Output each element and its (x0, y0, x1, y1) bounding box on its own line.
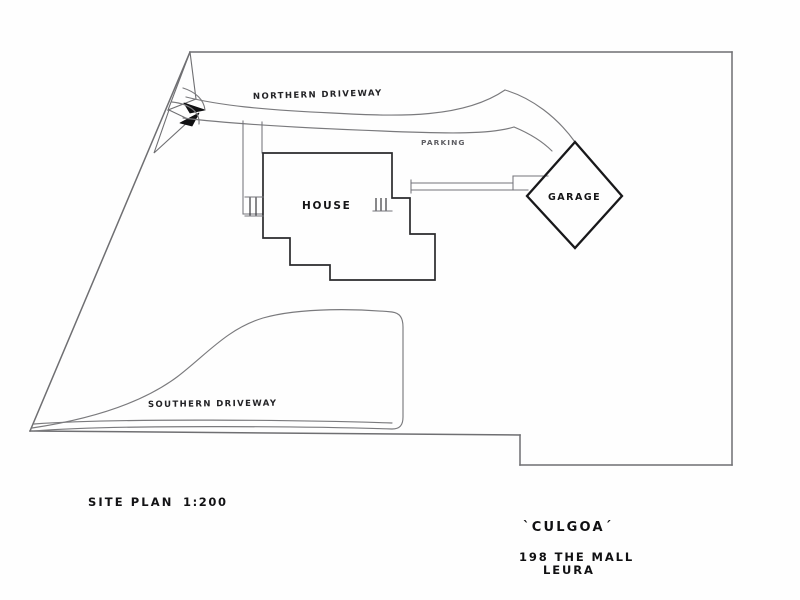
house-west-door-icon (244, 196, 264, 217)
house-outline (262, 152, 436, 281)
property-name: `CULGOA´ (523, 520, 614, 535)
southern-driveway-group (31, 309, 404, 432)
entry-arrow-upper-icon (183, 102, 206, 114)
drawing-scale: 1:200 (183, 495, 228, 509)
southern-driveway-inner-edge (33, 419, 393, 425)
southern-driveway-outline (31, 309, 404, 432)
garage-footprint-group (525, 140, 624, 250)
site-boundary-group (29, 51, 733, 466)
label-house: HOUSE (302, 200, 352, 212)
northern-driveway-north-edge (185, 89, 506, 116)
parking-apron-group (242, 120, 263, 215)
address-street: 198 THE MALL (519, 550, 635, 564)
driveway-entry-group (153, 51, 206, 154)
entry-splay-lower-icon (153, 109, 191, 154)
label-parking: PARKING (421, 138, 466, 147)
house-to-garage-path-group (410, 175, 549, 194)
boundary-left-edge (29, 51, 191, 432)
entry-arc-lower-icon (171, 101, 200, 125)
northern-driveway-garage-curve (504, 89, 576, 143)
house-east-door-icon (372, 198, 393, 212)
entry-splay-upper-icon (167, 51, 197, 111)
drawing-title: SITE PLAN (88, 495, 174, 509)
northern-driveway-garage-curve-inner (513, 126, 553, 152)
label-southern-driveway: SOUTHERN DRIVEWAY (147, 398, 278, 410)
boundary-bottom-left-edge (29, 430, 521, 436)
northern-driveway-group (182, 89, 576, 152)
northern-driveway-south-edge (182, 117, 515, 134)
address-suburb: LEURA (543, 563, 595, 577)
garage-outline (525, 140, 624, 250)
label-garage: GARAGE (548, 192, 602, 203)
house-footprint-group (244, 152, 436, 281)
entry-arc-upper-icon (182, 87, 206, 111)
